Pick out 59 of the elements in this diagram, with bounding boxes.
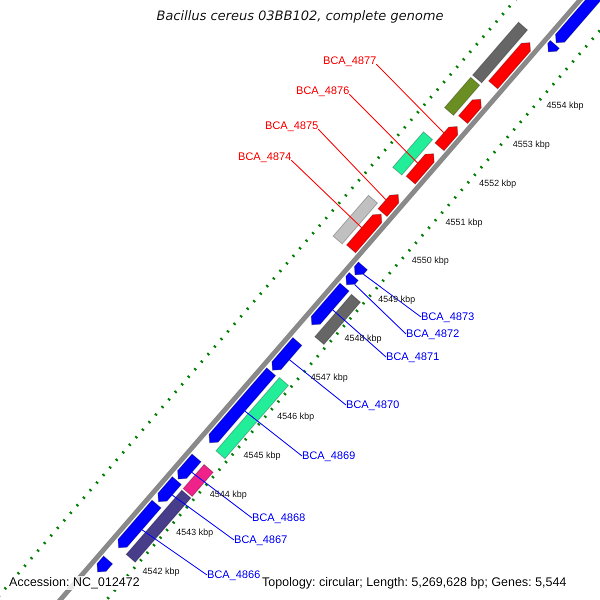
gene-block bbox=[332, 194, 378, 245]
accession-text: Accession: NC_012472 bbox=[9, 576, 140, 590]
gene-label: BCA_4868 bbox=[252, 512, 306, 524]
gene-block bbox=[392, 131, 434, 176]
gene-label: BCA_4875 bbox=[265, 120, 318, 132]
gene-label: BCA_4874 bbox=[238, 151, 292, 164]
leader-line bbox=[142, 529, 208, 576]
genome-summary-text: Topology: circular; Length: 5,269,628 bp; Genes: 5,544 bbox=[262, 576, 566, 590]
gene-block bbox=[96, 555, 114, 573]
gene-label: BCA_4866 bbox=[207, 569, 260, 582]
gene-label: BCA_4871 bbox=[386, 351, 440, 364]
gene-label: BCA_4870 bbox=[346, 399, 400, 412]
gene-block bbox=[354, 261, 368, 276]
gene-label: BCA_4876 bbox=[296, 85, 350, 98]
gene-label: BCA_4869 bbox=[302, 450, 356, 462]
scale-label: 4552 kbp bbox=[479, 178, 516, 189]
gene-block bbox=[488, 42, 532, 90]
scale-label: 4549 kbp bbox=[378, 295, 416, 306]
gene-block bbox=[271, 336, 303, 371]
leader-line bbox=[363, 274, 422, 318]
scale-label: 4548 kbp bbox=[344, 334, 382, 344]
gene-block bbox=[346, 214, 382, 254]
leader-line bbox=[244, 410, 302, 456]
scale-label: 4554 kbp bbox=[546, 100, 584, 111]
gene-label: BCA_4872 bbox=[406, 328, 460, 340]
scale-label: 4553 kbp bbox=[512, 140, 550, 150]
gene-label: BCA_4867 bbox=[234, 534, 288, 546]
leader-line bbox=[288, 359, 346, 406]
leader-line bbox=[332, 309, 386, 358]
scale-label: 4551 kbp bbox=[445, 218, 482, 228]
scale-label: 4546 kbp bbox=[277, 412, 314, 422]
gene-block bbox=[117, 499, 162, 548]
title: Bacillus cereus 03BB102, complete genome bbox=[155, 10, 445, 24]
gene-block bbox=[554, 0, 600, 44]
leader-line bbox=[354, 284, 406, 334]
gene-label: BCA_4873 bbox=[421, 311, 474, 324]
gene-block bbox=[177, 453, 202, 480]
scale-label: 4542 kbp bbox=[142, 567, 180, 578]
leader-line bbox=[348, 94, 418, 164]
leader-line bbox=[172, 494, 234, 540]
scale-label: 4547 kbp bbox=[310, 372, 348, 383]
gene-block bbox=[345, 272, 359, 286]
gene-block bbox=[434, 126, 458, 152]
leader-line bbox=[376, 64, 444, 134]
gene-label: BCA_4877 bbox=[323, 55, 376, 68]
gene-block bbox=[547, 40, 560, 52]
gene-block bbox=[458, 98, 482, 124]
gene-block bbox=[472, 21, 528, 84]
scale-label: 4550 kbp bbox=[412, 256, 449, 266]
gene-block bbox=[310, 282, 350, 326]
leader-line bbox=[318, 128, 386, 200]
gene-block bbox=[405, 153, 435, 185]
scale-label: 4543 kbp bbox=[176, 528, 214, 538]
leader-line bbox=[191, 472, 252, 518]
scale-label: 4545 kbp bbox=[243, 450, 280, 461]
leader-line bbox=[290, 160, 362, 228]
gene-block bbox=[208, 367, 276, 444]
gene-block bbox=[157, 476, 182, 502]
gene-block bbox=[444, 76, 480, 116]
